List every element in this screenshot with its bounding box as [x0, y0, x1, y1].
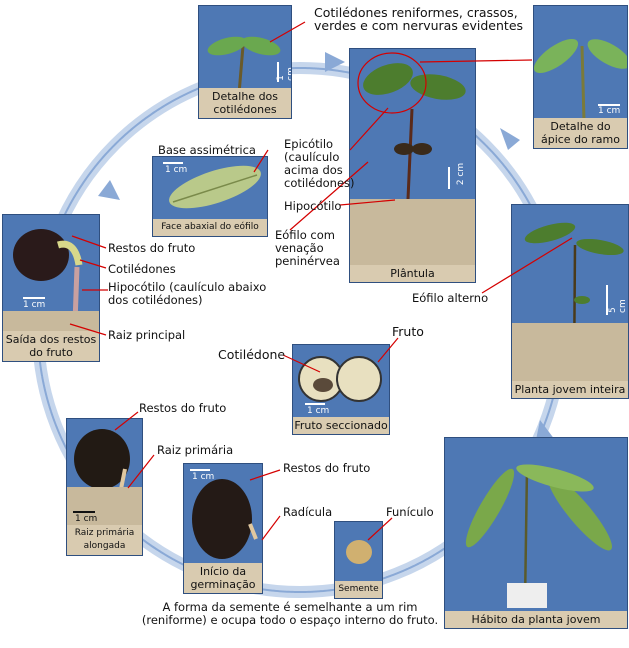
panel-caption: Plântula: [350, 265, 475, 282]
panel-habito: Hábito da planta jovem: [444, 437, 628, 629]
panel-cotiledones: 1 cm Detalhe dos cotilédones: [198, 5, 292, 119]
panel-caption: Fruto seccionado: [293, 417, 389, 434]
apex-detail-illustration: [534, 38, 627, 122]
cycle-arrow-icon: [325, 52, 345, 72]
panel-eofilo: 1 cm Face abaxial do eófilo: [152, 156, 268, 237]
fruit-remnants-illustration: [13, 229, 94, 332]
label-hipocotilo: Hipocótilo: [284, 199, 342, 213]
label-eofilo-alterno: Eófilo alterno: [412, 291, 489, 305]
panel-caption: Início da germinação: [184, 563, 262, 593]
panel-caption: Detalhe do ápice do ramo: [534, 118, 627, 148]
panel-raiz: 1 cm Raiz primária alongada: [66, 418, 143, 556]
label-restos-do-fruto: Restos do fruto: [108, 241, 196, 255]
fruit-section-illustration: [298, 356, 382, 402]
label-cotiledone: Cotilédone: [218, 347, 286, 362]
panel-inicio: 1 cm Início da germinação: [183, 463, 263, 594]
panel-plantula: 2 cm Plântula: [349, 48, 476, 283]
scale-label: 1 cm: [23, 300, 46, 310]
panel-jovem: 5 cm Planta jovem inteira: [511, 204, 629, 399]
label-cotiledones: Cotilédones: [108, 262, 176, 276]
label-semente-nota: A forma da semente é semelhante a um rim…: [141, 600, 439, 627]
panel-caption: Hábito da planta jovem: [445, 611, 627, 628]
label-raiz-principal: Raiz principal: [108, 328, 186, 342]
panel-caption: Raiz primária alongada: [67, 525, 142, 555]
label-hipocotilo-caulic: Hipocótilo (caulículo abaixo dos cotiléd…: [108, 280, 267, 307]
germination-start-illustration: [192, 479, 258, 559]
scale-label: 1 cm: [165, 165, 188, 175]
label-radicula: Radícula: [283, 505, 333, 519]
label-fruto: Fruto: [392, 324, 424, 339]
label-restos-do-fruto: Restos do fruto: [139, 401, 227, 415]
scale-label: 1 cm: [307, 406, 330, 416]
scale-label: 1 cm: [598, 106, 621, 116]
label-funiculo: Funículo: [386, 505, 434, 519]
label-eofilo-venacao: Eófilo com venação peninérvea: [275, 228, 340, 268]
label-raiz-primaria: Raiz primária: [157, 443, 234, 457]
label-restos-do-fruto: Restos do fruto: [283, 461, 371, 475]
plant-habit-illustration: [465, 464, 612, 608]
cycle-arrow-icon: [98, 180, 120, 200]
label-base-assimetrica: Base assimétrica: [158, 143, 256, 157]
cycle-arrow-icon: [500, 128, 520, 150]
panel-caption: Semente: [335, 581, 382, 598]
panel-fruto: 1 cm Fruto seccionado: [292, 344, 390, 435]
panel-apice: 1 cm Detalhe do ápice do ramo: [533, 5, 628, 149]
panel-caption: Detalhe dos cotilédones: [199, 88, 291, 118]
label-cotiledones-reniformes: Cotilédones reniformes, crassos, verdes …: [314, 5, 524, 33]
label-epicotilo: Epicótilo (caulículo acima dos cotilédon…: [284, 137, 355, 190]
panel-caption: Face abaxial do eófilo: [153, 219, 267, 236]
leaf-underside-illustration: [169, 165, 261, 209]
seed-illustration: [346, 540, 372, 564]
panel-caption: Planta jovem inteira: [512, 381, 628, 398]
panel-caption: Saída dos restos do fruto: [3, 331, 99, 361]
scale-label: 1 cm: [192, 472, 215, 482]
scale-label: 1 cm: [75, 514, 98, 524]
panel-saida: 1 cm Saída dos restos do fruto: [2, 214, 100, 362]
panel-semente: Semente: [334, 521, 383, 599]
